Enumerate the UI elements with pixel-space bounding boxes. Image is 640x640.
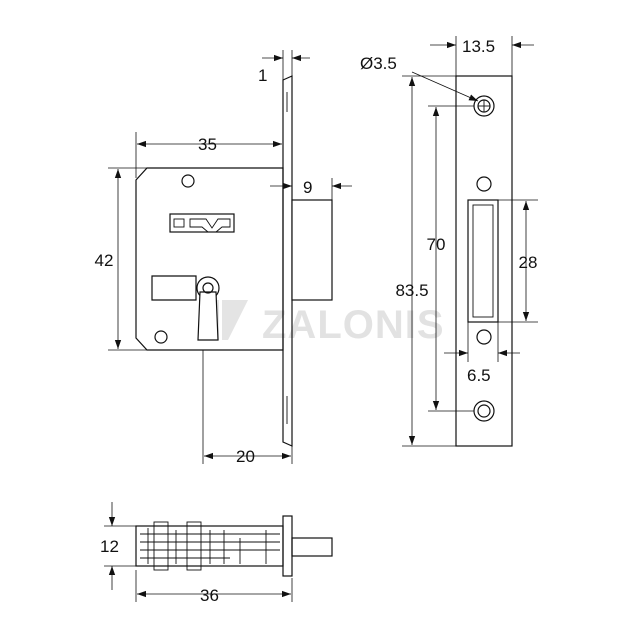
- dim-label-faceplate-thickness: 1: [258, 66, 267, 85]
- dim-label-bolt-throw: 9: [303, 178, 312, 197]
- case-hole-top: [181, 174, 195, 188]
- faceplate-side: [282, 75, 293, 447]
- dim-case-depth: 12: [100, 502, 136, 590]
- keyhole: [151, 275, 220, 341]
- dim-label-overall-depth: 36: [200, 586, 219, 605]
- dim-backset: 20: [202, 350, 293, 466]
- dim-bolt-throw: 9: [270, 178, 352, 200]
- side-body: [135, 525, 284, 567]
- dim-screw-hole: Ø3.5: [360, 54, 479, 102]
- watermark: ZALONIS: [207, 300, 445, 347]
- dim-faceplate-width: 13.5: [430, 36, 534, 76]
- bolt-opening: [467, 199, 499, 323]
- dim-overall-depth: 36: [135, 570, 293, 605]
- dim-case-height: 42: [95, 167, 147, 351]
- side-faceplate: [282, 515, 293, 577]
- dim-bolt-height: 28: [498, 199, 538, 323]
- dim-label-backset: 20: [236, 447, 255, 466]
- dim-bolt-width: 6.5: [444, 322, 520, 385]
- dim-label-bolt-height: 28: [519, 253, 538, 272]
- faceplate-hole-lower: [476, 329, 492, 345]
- faceplate-front-view: 13.5 Ø3.5 83.5 70 28: [360, 36, 538, 447]
- dim-label-bolt-width: 6.5: [467, 366, 491, 385]
- screw-hole-bottom: [473, 400, 495, 422]
- lock-side-view: 12 36: [100, 502, 333, 605]
- dim-label-case-height: 42: [95, 251, 114, 270]
- dim-faceplate-thickness: 1: [258, 50, 310, 85]
- dim-case-width: 35: [135, 132, 284, 178]
- faceplate: [455, 75, 513, 447]
- case-hole-bottom: [154, 330, 168, 344]
- dim-label-faceplate-width: 13.5: [462, 37, 495, 56]
- deadbolt: [291, 199, 333, 301]
- faceplate-hole-upper: [476, 176, 492, 192]
- dim-label-screw-hole: Ø3.5: [360, 54, 397, 73]
- lever-slot: [169, 213, 235, 233]
- dim-label-screw-centers: 70: [427, 235, 446, 254]
- dim-label-case-width: 35: [198, 135, 217, 154]
- dim-label-faceplate-height: 83.5: [395, 281, 428, 300]
- side-bolt: [291, 537, 333, 557]
- screw-hole-top: [473, 95, 495, 117]
- lock-case-front-view: 1 35 9 42 20: [95, 50, 352, 466]
- dim-faceplate-height: 83.5: [395, 75, 456, 447]
- watermark-text: ZALONIS: [262, 303, 445, 347]
- side-internal-parts: [140, 521, 280, 571]
- dim-label-case-depth: 12: [100, 537, 119, 556]
- dim-screw-centers: 70: [427, 105, 474, 412]
